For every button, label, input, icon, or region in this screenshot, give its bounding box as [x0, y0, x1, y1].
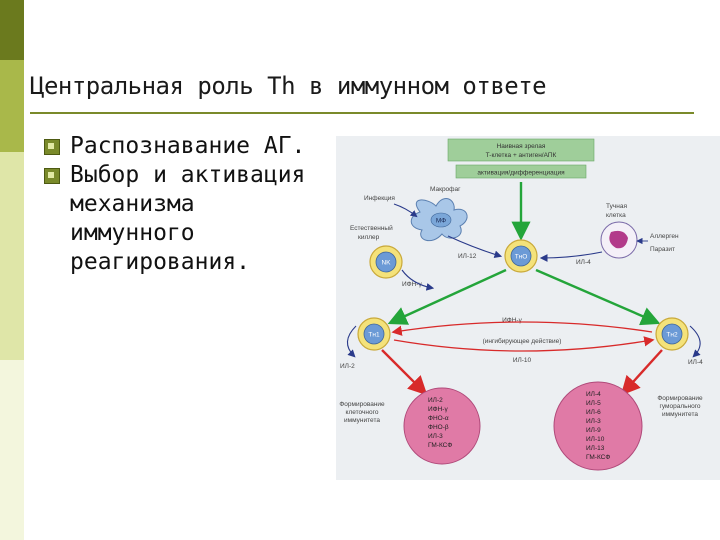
- th2-cytokine: ИЛ-13: [586, 445, 605, 452]
- cell-immunity-line1: Формирование: [339, 401, 385, 408]
- title-underline: [30, 112, 694, 114]
- il12-arrow: [447, 235, 503, 259]
- bullet-text: Выбор и активация механизма иммунного ре…: [70, 162, 306, 275]
- humoral-immunity-line3: иммунитета: [662, 411, 698, 418]
- nk-nucleus: [375, 251, 397, 273]
- ifn-left-arrow: [401, 269, 435, 291]
- th2-nucleus: [661, 323, 683, 345]
- th1-cytokine: ФНО-β: [428, 424, 449, 431]
- th0-to-th2-arrow: [535, 268, 661, 326]
- activation-label: активация/дифференциация: [477, 170, 565, 177]
- slide-title: Центральная роль Th в иммунном ответе: [30, 72, 547, 100]
- nk-caption-line2: киллер: [358, 234, 380, 241]
- il4-mid-label: ИЛ-4: [576, 259, 591, 266]
- bullet-item: Выбор и активация механизма иммунного ре…: [40, 161, 330, 277]
- th1-cytokine-circle: [403, 387, 481, 465]
- humoral-immunity-line2: гуморального: [659, 403, 700, 410]
- infection-label: Инфекция: [364, 195, 395, 202]
- th-diagram: Наивная зрелая T-клетка + антиген/АПК ак…: [336, 136, 720, 480]
- activation-box: [455, 164, 587, 179]
- th1-cytokine: ИФН-γ: [428, 406, 448, 413]
- il4-right-label: ИЛ-4: [688, 359, 703, 366]
- decor-bar-mid: [0, 60, 24, 152]
- th2-to-cytokines-arrow: [620, 349, 663, 396]
- th2-cytokine: ИЛ-10: [586, 436, 605, 443]
- th2-cytokine: ГМ-КСФ: [586, 454, 610, 461]
- bullet-item: Распознавание АГ.: [40, 132, 330, 161]
- inhibit-label: (ингибирующее действие): [483, 337, 562, 345]
- naive-t-cell-box: [447, 138, 595, 162]
- th2-self-arrow: [689, 325, 701, 358]
- bullet-list: Распознавание АГ. Выбор и активация меха…: [40, 132, 330, 277]
- mast-caption-line1: Тучная: [606, 203, 627, 210]
- th1-cytokine: ФНО-α: [428, 415, 449, 422]
- ifn-left-label: ИФН-γ: [402, 281, 422, 288]
- naive-t-cell-line1: Наивная зрелая: [497, 143, 546, 150]
- mast-cell-nucleus: [609, 230, 628, 249]
- il4-mid-arrow: [539, 251, 603, 262]
- th1-cytokine: ИЛ-2: [428, 397, 443, 404]
- th2-cytokine: ИЛ-4: [586, 391, 601, 398]
- mast-caption-line2: клетка: [606, 212, 626, 219]
- th2-label: Tн2: [666, 332, 678, 339]
- il2-left-label: ИЛ-2: [340, 363, 355, 370]
- decor-bar-pale: [0, 360, 24, 540]
- th1-to-cytokines-arrow: [381, 349, 428, 396]
- humoral-immunity-line1: Формирование: [657, 395, 703, 402]
- th2-cytokine: ИЛ-6: [586, 409, 601, 416]
- th0-nucleus: [510, 245, 532, 267]
- th0-label: ТнО: [515, 254, 528, 261]
- il10-label: ИЛ-10: [513, 357, 532, 364]
- decor-bar-dark: [0, 0, 24, 60]
- th2-cytokine: ИЛ-3: [586, 418, 601, 425]
- bullet-square-icon: [44, 168, 60, 184]
- mf-label: МФ: [436, 218, 446, 225]
- macrophage-label: Макрофаг: [430, 186, 461, 193]
- bullet-text: Распознавание АГ.: [70, 133, 306, 159]
- figure-background: [336, 136, 720, 480]
- nk-label: NK: [381, 260, 391, 267]
- th1-self-arrow: [346, 325, 357, 358]
- infection-arrow: [393, 203, 418, 218]
- macrophage-nucleus: [430, 212, 452, 228]
- parasite-label: Паразит: [650, 246, 675, 253]
- cell-immunity-line2: клеточного: [346, 409, 379, 416]
- th1-cytokine: ИЛ-3: [428, 433, 443, 440]
- ifn-center-label: ИФН-γ: [502, 317, 522, 324]
- nk-caption-line1: Естественный: [350, 224, 393, 232]
- th2-cytokine-circle: [553, 381, 643, 471]
- th2-to-th1-inhibit-arrow: [391, 321, 653, 336]
- allergen-label: Аллерген: [650, 233, 679, 240]
- th-diagram-svg: Наивная зрелая T-клетка + антиген/АПК ак…: [336, 136, 720, 480]
- th1-label: Tн1: [368, 332, 380, 339]
- th0-to-th1-arrow: [387, 268, 507, 325]
- cell-immunity-line3: иммунитета: [344, 417, 380, 424]
- bullet-square-icon: [44, 139, 60, 155]
- th1-cytokine: ГМ-КСФ: [428, 442, 452, 449]
- il12-label: ИЛ-12: [458, 253, 477, 260]
- decor-bar-light: [0, 152, 24, 360]
- th1-to-th2-inhibit-arrow: [393, 336, 655, 352]
- th2-cytokine: ИЛ-5: [586, 400, 601, 407]
- th1-nucleus: [363, 323, 385, 345]
- naive-t-cell-line2: T-клетка + антиген/АПК: [486, 152, 557, 159]
- th2-cytokine: ИЛ-9: [586, 427, 601, 434]
